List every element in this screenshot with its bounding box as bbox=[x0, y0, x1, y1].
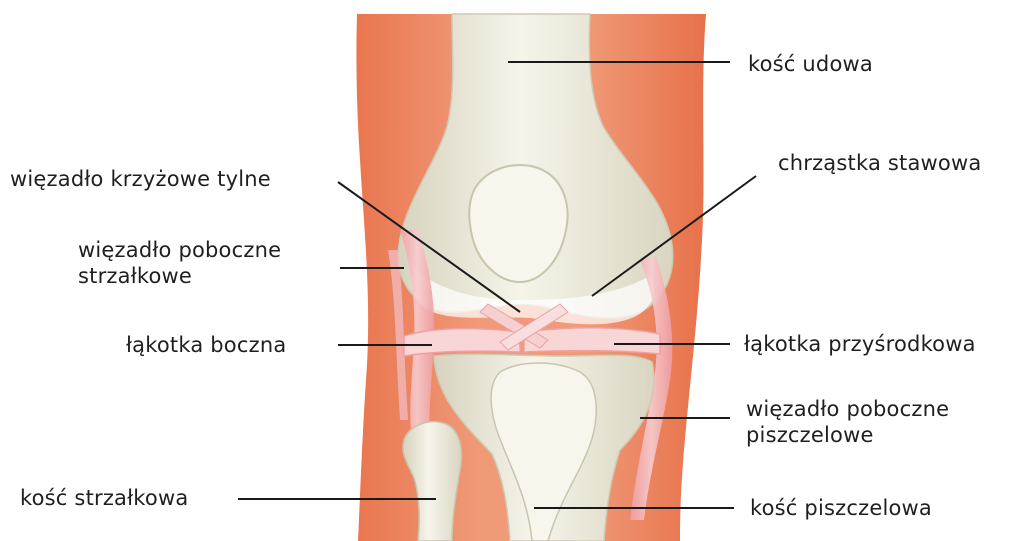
label-femur: kość udowa bbox=[748, 51, 873, 77]
label-medial-collateral-line1: więzadło poboczne bbox=[746, 396, 949, 422]
label-articular-cartilage: chrząstka stawowa bbox=[778, 150, 981, 176]
label-lateral-collateral-line2: strzałkowe bbox=[78, 263, 281, 289]
label-medial-collateral-line2: piszczelowe bbox=[746, 422, 949, 448]
label-posterior-cruciate-ligament: więzadło krzyżowe tylne bbox=[10, 166, 271, 192]
label-lateral-collateral-line1: więzadło poboczne bbox=[78, 237, 281, 263]
label-medial-collateral-ligament: więzadło poboczne piszczelowe bbox=[746, 396, 949, 448]
label-lateral-meniscus: łąkotka boczna bbox=[126, 332, 286, 358]
label-medial-meniscus: łąkotka przyśrodkowa bbox=[744, 331, 976, 357]
label-tibia: kość piszczelowa bbox=[750, 495, 932, 521]
label-fibula: kość strzałkowa bbox=[20, 485, 188, 511]
label-lateral-collateral-ligament: więzadło poboczne strzałkowe bbox=[78, 237, 281, 289]
